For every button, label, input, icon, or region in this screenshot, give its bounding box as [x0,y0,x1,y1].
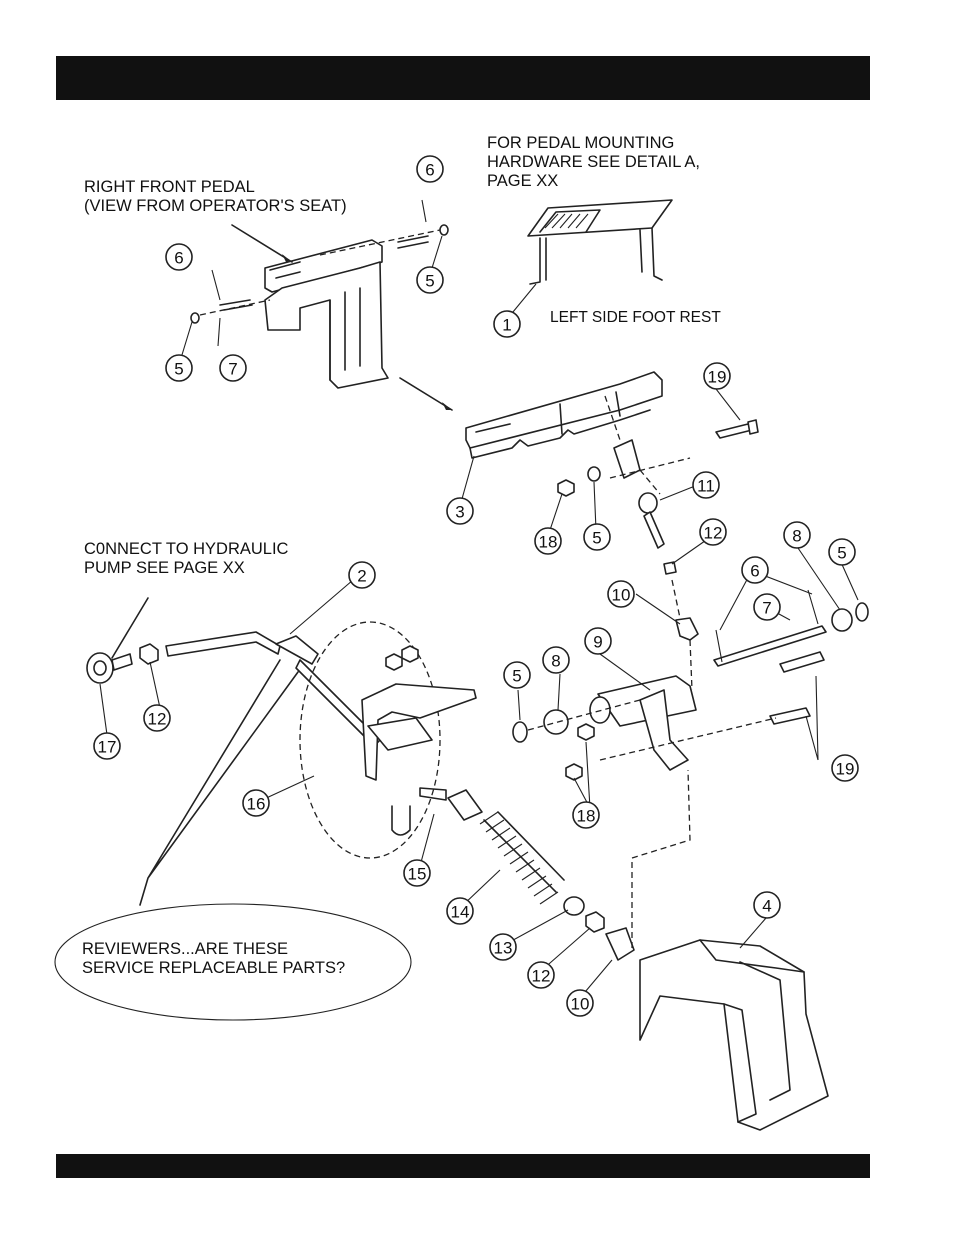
callout-29: 13 [490,934,516,960]
callout-18: 2 [349,562,375,588]
callout-30: 12 [528,962,554,988]
callout-28: 14 [447,898,473,924]
callout-22: 12 [144,705,170,731]
callout-4: 5 [166,355,192,381]
callout-12: 12 [700,519,726,545]
svg-text:5: 5 [174,360,183,379]
callout-9: 3 [447,498,473,524]
svg-text:3: 3 [455,503,464,522]
reviewers-note: REVIEWERS...ARE THESE SERVICE REPLACEABL… [82,940,345,978]
callout-8: 11 [693,472,719,498]
callout-27: 15 [404,860,430,886]
svg-text:13: 13 [494,939,513,958]
callout-17: 10 [608,581,634,607]
callout-24: 16 [243,790,269,816]
callout-7: 19 [704,363,730,389]
callout-13: 8 [784,522,810,548]
callout-2: 6 [166,244,192,270]
svg-text:4: 4 [762,897,771,916]
svg-text:6: 6 [750,562,759,581]
left-foot-rest-label: LEFT SIDE FOOT REST [550,308,721,327]
svg-text:19: 19 [708,368,727,387]
callout-20: 8 [543,647,569,673]
bracket-detail [300,622,476,858]
callout-25: 19 [832,755,858,781]
callout-32: 4 [754,892,780,918]
svg-text:7: 7 [762,599,771,618]
svg-text:6: 6 [174,249,183,268]
callout-11: 5 [584,524,610,550]
svg-text:12: 12 [532,967,551,986]
svg-text:19: 19 [836,760,855,779]
right-front-pedal-note: RIGHT FRONT PEDAL (VIEW FROM OPERATOR'S … [84,178,347,216]
callout-6: 1 [494,311,520,337]
spring-hardware [448,770,690,960]
callout-21: 5 [504,662,530,688]
svg-text:2: 2 [357,567,366,586]
mounting-bracket [640,940,828,1130]
svg-text:18: 18 [539,533,558,552]
svg-text:10: 10 [571,995,590,1014]
callout-31: 10 [567,990,593,1016]
callout-3: 5 [417,267,443,293]
small-hardware [558,467,698,690]
svg-text:5: 5 [425,272,434,291]
svg-text:8: 8 [792,527,801,546]
svg-text:5: 5 [592,529,601,548]
svg-text:15: 15 [408,865,427,884]
callout-10: 18 [535,528,561,554]
svg-text:12: 12 [148,710,167,729]
svg-text:17: 17 [98,738,117,757]
svg-text:8: 8 [551,652,560,671]
pedal-mounting-note: FOR PEDAL MOUNTING HARDWARE SEE DETAIL A… [487,134,700,191]
svg-text:10: 10 [612,586,631,605]
leader-lines [100,236,858,998]
left-side-foot-rest [528,200,672,284]
connect-hydraulic-note: C0NNECT TO HYDRAULIC PUMP SEE PAGE XX [84,540,288,578]
svg-text:6: 6 [425,161,434,180]
svg-text:7: 7 [228,360,237,379]
callout-14: 5 [829,539,855,565]
callout-16: 7 [754,594,780,620]
callout-5: 7 [220,355,246,381]
svg-text:9: 9 [593,633,602,652]
svg-text:12: 12 [704,524,723,543]
svg-text:5: 5 [512,667,521,686]
callout-19: 9 [585,628,611,654]
svg-text:14: 14 [451,903,470,922]
svg-text:18: 18 [577,807,596,826]
svg-text:11: 11 [697,477,715,496]
svg-text:1: 1 [502,316,511,335]
callout-23: 17 [94,733,120,759]
svg-text:5: 5 [837,544,846,563]
callout-26: 18 [573,802,599,828]
svg-text:16: 16 [247,795,266,814]
callout-1: 6 [417,156,443,182]
callout-15: 6 [742,557,768,583]
